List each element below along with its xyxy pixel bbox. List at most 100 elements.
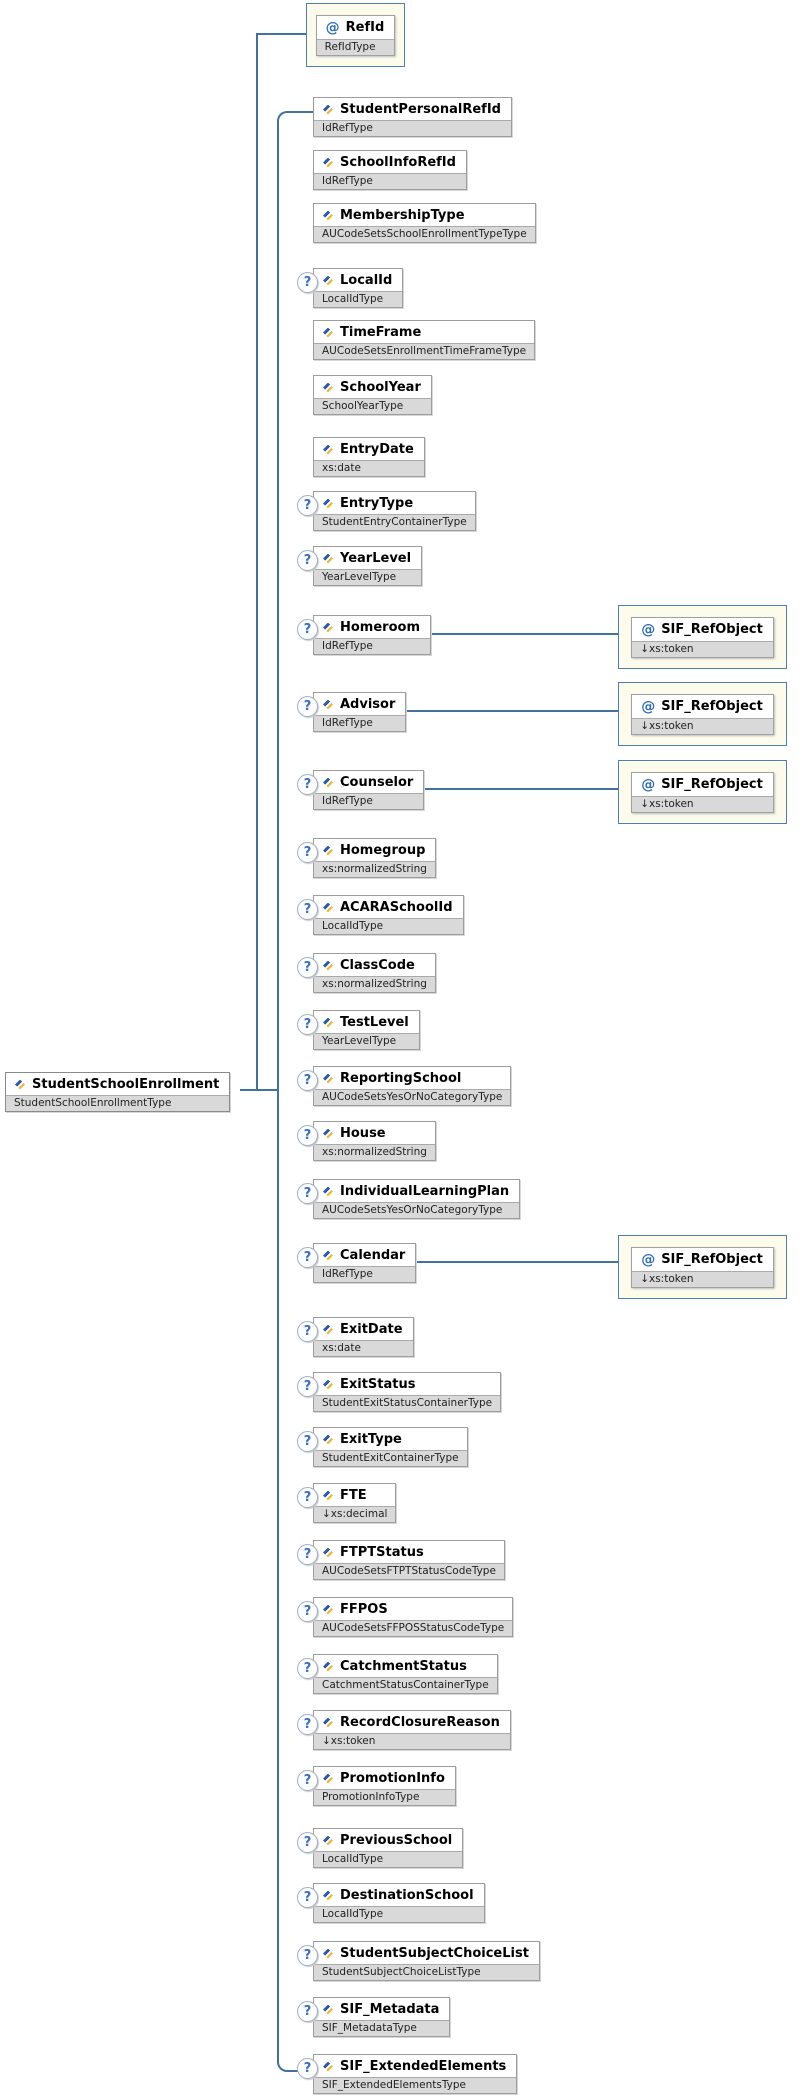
attribute-node-sif-refobject[interactable]: @SIF_RefObject↓xs:token — [618, 605, 787, 669]
element-type: xs:date — [314, 460, 424, 476]
question-mark-icon: ? — [297, 550, 318, 571]
attribute-node-sif-refobject[interactable]: @SIF_RefObject↓xs:token — [618, 760, 787, 824]
element-name: PromotionInfo — [340, 1771, 445, 1786]
element-type: xs:normalizedString — [314, 976, 435, 992]
element-name: House — [340, 1126, 386, 1141]
element-diamond-icon — [323, 1128, 333, 1139]
element-type: StudentExitStatusContainerType — [314, 1395, 501, 1411]
element-type: IdRefType — [314, 120, 511, 136]
element-type: IdRefType — [314, 1266, 416, 1282]
element-diamond-icon — [323, 1490, 333, 1501]
question-mark-icon: ? — [297, 1544, 318, 1565]
at-sign-icon: @ — [641, 621, 656, 638]
question-mark-icon: ? — [297, 1658, 318, 1679]
element-name: EntryType — [340, 496, 414, 511]
element-diamond-icon — [323, 1017, 333, 1028]
element-diamond-icon — [15, 1079, 25, 1090]
element-name: Advisor — [340, 697, 396, 712]
element-type: AUCodeSetsYesOrNoCategoryType — [314, 1202, 520, 1218]
element-name: ClassCode — [340, 958, 415, 973]
attribute-node-sif-refobject[interactable]: @SIF_RefObject↓xs:token — [618, 682, 787, 746]
question-mark-icon: ? — [297, 1070, 318, 1091]
element-name: RecordClosureReason — [340, 1715, 500, 1730]
element-name: IndividualLearningPlan — [340, 1184, 510, 1199]
question-mark-icon: ? — [297, 1321, 318, 1342]
element-name: MembershipType — [340, 208, 465, 223]
element-type: LocalIdType — [314, 1851, 463, 1867]
element-name: Homeroom — [340, 620, 420, 635]
element-node-RecordClosureReason[interactable]: ?RecordClosureReason↓xs:token — [297, 1710, 511, 1750]
attribute-type: ↓xs:token — [632, 717, 773, 734]
element-name: PreviousSchool — [340, 1833, 453, 1848]
element-name: StudentSubjectChoiceList — [340, 1946, 529, 1961]
element-name: DestinationSchool — [340, 1888, 474, 1903]
element-diamond-icon — [323, 553, 333, 564]
root-element-node[interactable]: StudentSchoolEnrollment StudentSchoolEnr… — [5, 1072, 231, 1112]
element-diamond-icon — [323, 275, 333, 286]
attribute-node-sif-refobject[interactable]: @SIF_RefObject↓xs:token — [618, 1235, 787, 1299]
question-mark-icon: ? — [297, 1770, 318, 1791]
element-name: StudentPersonalRefId — [340, 102, 501, 117]
question-mark-icon: ? — [297, 1183, 318, 1204]
attribute-node-refid[interactable]: @ RefId RefIdType — [306, 3, 405, 67]
element-type: xs:normalizedString — [314, 1144, 435, 1160]
question-mark-icon: ? — [297, 899, 318, 920]
element-diamond-icon — [323, 1661, 333, 1672]
element-name: Counselor — [340, 775, 414, 790]
element-diamond-icon — [323, 104, 333, 115]
element-name: YearLevel — [340, 551, 412, 566]
element-diamond-icon — [323, 382, 333, 393]
element-type: IdRefType — [314, 173, 466, 189]
element-type: StudentSubjectChoiceListType — [314, 1964, 539, 1980]
element-diamond-icon — [323, 699, 333, 710]
element-diamond-icon — [323, 845, 333, 856]
element-type: SIF_ExtendedElementsType — [314, 2077, 517, 2093]
element-diamond-icon — [323, 1186, 333, 1197]
connector-to-sif-refobject — [395, 788, 618, 790]
attribute-name: RefId — [345, 20, 385, 35]
element-type: SchoolYearType — [314, 398, 431, 414]
connector-to-sif-refobject — [395, 633, 618, 635]
element-name: LocalId — [340, 273, 393, 288]
element-node-FTE[interactable]: ?FTE↓xs:decimal — [297, 1483, 397, 1523]
attribute-type: ↓xs:token — [632, 640, 773, 657]
question-mark-icon: ? — [297, 1945, 318, 1966]
element-name: SchoolYear — [340, 380, 421, 395]
element-type: AUCodeSetsFTPTStatusCodeType — [314, 1563, 504, 1579]
question-mark-icon: ? — [297, 1832, 318, 1853]
element-name: ReportingSchool — [340, 1071, 462, 1086]
element-type: PromotionInfoType — [314, 1789, 455, 1805]
